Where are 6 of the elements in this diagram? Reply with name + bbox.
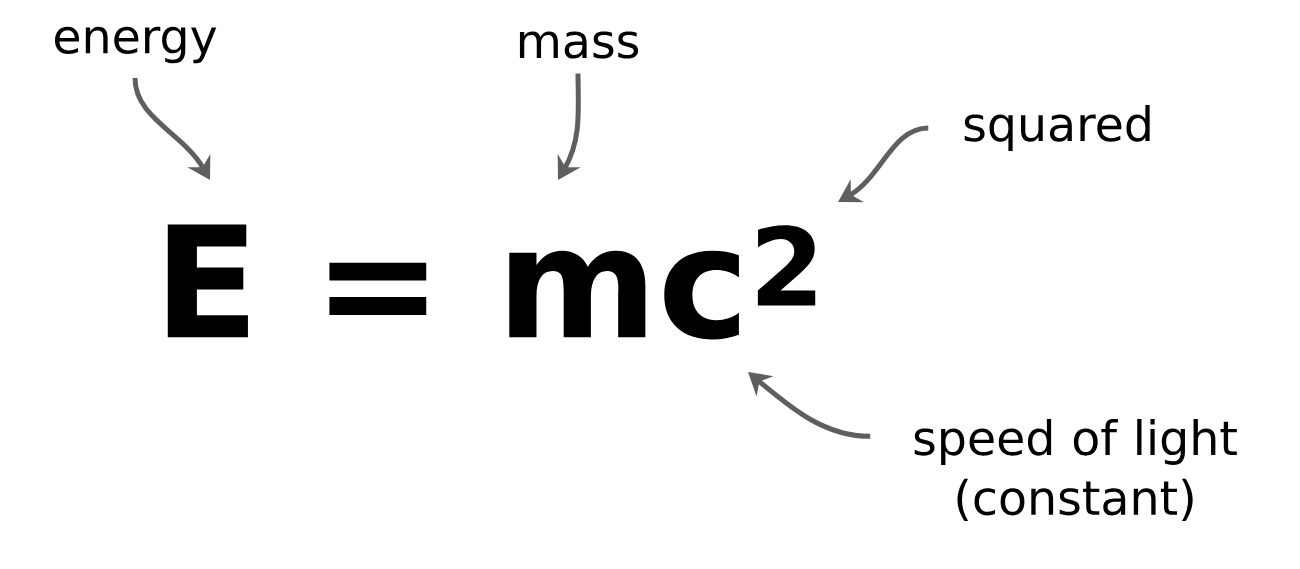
annotation-text: squared <box>964 105 1150 151</box>
annotation-text: speed of light (constant) <box>914 419 1237 522</box>
annotation-text: energy <box>55 26 217 64</box>
annotation-text: mass <box>519 31 639 59</box>
leader-arrow <box>748 372 871 439</box>
equation: E = mc$^{2}$ <box>167 224 816 340</box>
